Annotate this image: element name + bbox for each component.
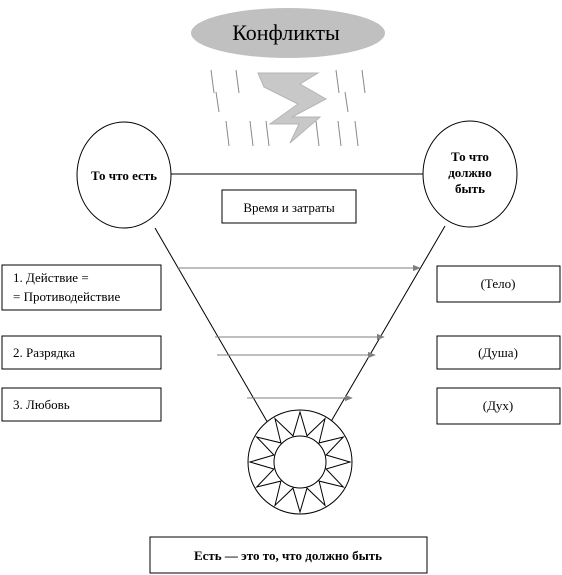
sun-icon	[247, 409, 353, 515]
cloud-shape	[191, 8, 385, 58]
node-current-circle	[76, 121, 172, 229]
cloud: Конфликты	[191, 8, 385, 58]
middle-box: Время и затраты	[221, 189, 357, 224]
left-slope-line	[154, 227, 277, 438]
step-box-2: 2. Разрядка	[1, 335, 162, 370]
level-box-2-frame	[436, 335, 561, 370]
node-target-line-3: быть	[455, 181, 485, 196]
node-target: То что должно быть	[422, 120, 518, 228]
middle-box-frame	[221, 189, 357, 224]
step-box-2-frame	[1, 335, 162, 370]
step-box-2-label: 2. Разрядка	[13, 345, 75, 360]
step-box-1-line-1: 1. Действие =	[13, 270, 89, 285]
level-box-2-label: (Душа)	[478, 345, 518, 360]
node-target-circle	[422, 120, 518, 228]
level-box-1: (Тело)	[436, 265, 561, 303]
conclusion-label: Есть — это то, что должно быть	[194, 548, 382, 563]
rain-icon	[210, 69, 366, 147]
conclusion-box-frame	[149, 536, 428, 574]
right-slope-line	[321, 225, 446, 438]
node-current: То что есть	[76, 121, 172, 229]
level-box-2: (Душа)	[436, 335, 561, 370]
step-box-1: 1. Действие = = Противодействие	[1, 264, 162, 311]
level-box-3: (Дух)	[436, 387, 561, 425]
level-box-1-label: (Тело)	[481, 276, 516, 291]
level-box-1-frame	[436, 265, 561, 303]
step-box-3-frame	[1, 387, 162, 422]
step-box-1-frame	[1, 264, 162, 311]
node-target-line-2: должно	[448, 165, 492, 180]
level-box-3-label: (Дух)	[483, 398, 514, 413]
sun-inner-circle	[273, 435, 327, 489]
node-target-line-1: То что	[451, 149, 489, 164]
step-box-1-line-2: = Противодействие	[13, 289, 120, 304]
step-box-3-label: 3. Любовь	[13, 397, 70, 412]
node-current-label: То что есть	[91, 168, 157, 183]
conclusion-box: Есть — это то, что должно быть	[149, 536, 428, 574]
level-box-3-frame	[436, 387, 561, 425]
step-box-3: 3. Любовь	[1, 387, 162, 422]
lightning-icon	[257, 72, 328, 144]
middle-box-label: Время и затраты	[243, 200, 335, 215]
cloud-title: Конфликты	[232, 20, 340, 45]
